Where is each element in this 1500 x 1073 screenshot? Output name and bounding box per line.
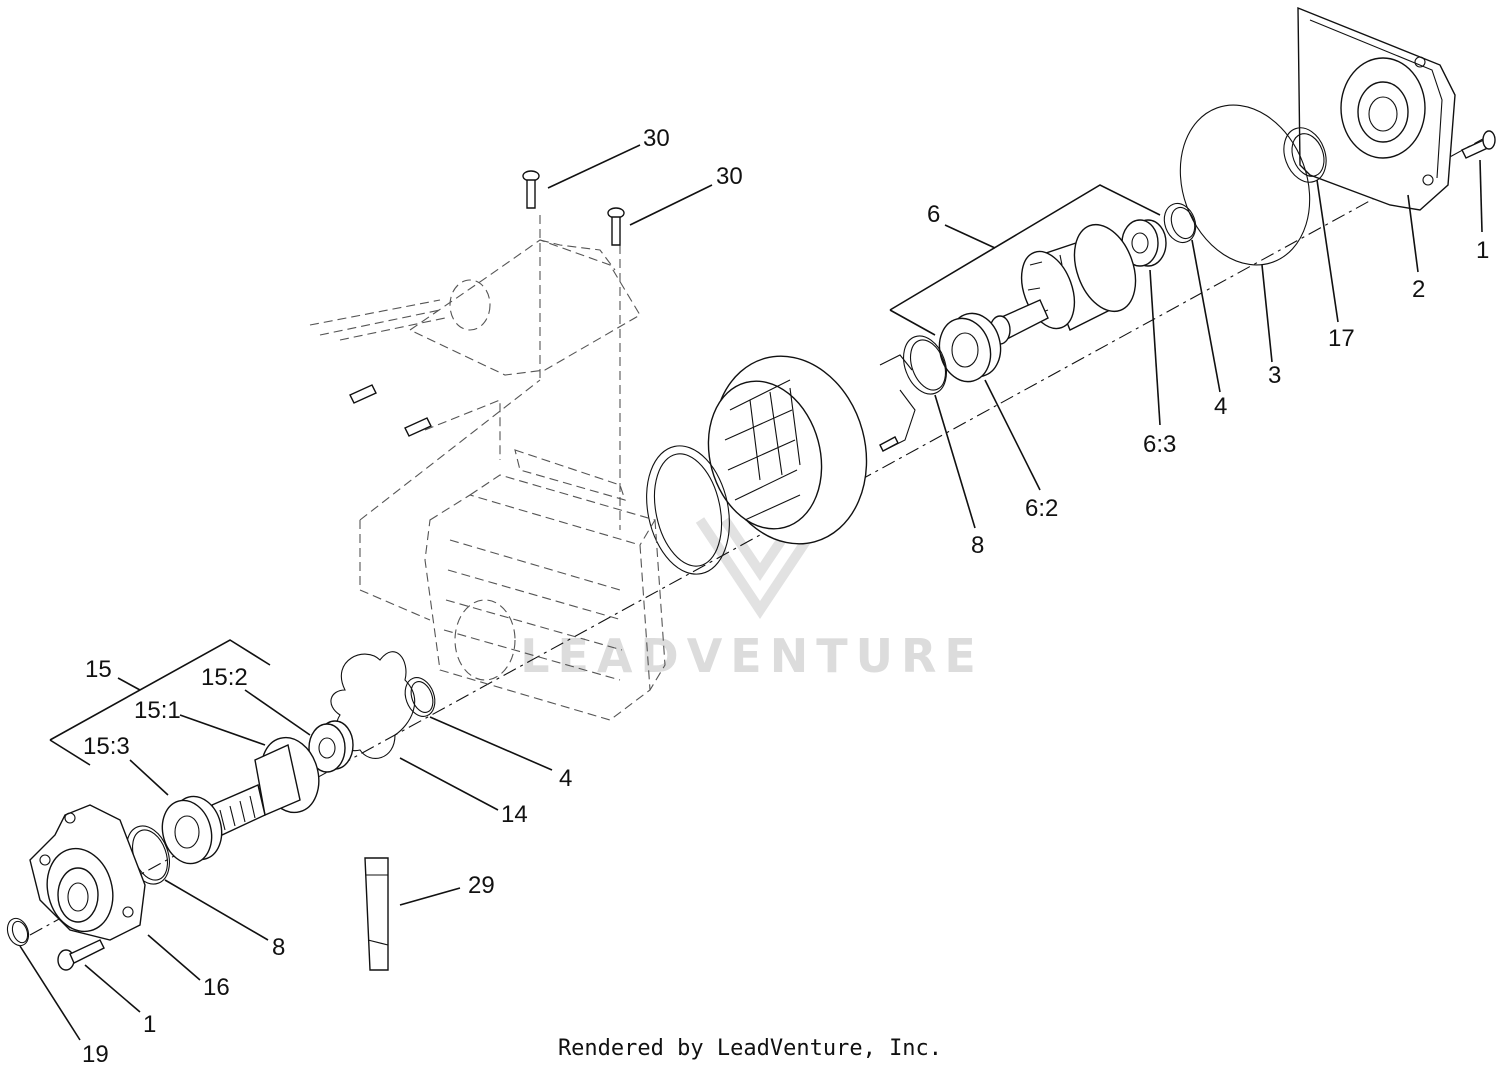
callout-4-bottom: 4 (559, 765, 572, 792)
callout-2: 2 (1412, 276, 1425, 303)
callout-19: 19 (82, 1041, 109, 1068)
bracket-group-15 (49, 639, 271, 741)
screw-part-30-right (607, 207, 625, 246)
callout-3: 3 (1268, 362, 1281, 389)
controller-module (309, 215, 641, 621)
wire-clip (879, 354, 916, 451)
callout-6: 6 (927, 201, 940, 228)
watermark-text: LEADVENTURE (520, 629, 984, 683)
callout-16: 16 (203, 974, 230, 1001)
o-ring-part-17-inner (1291, 133, 1325, 177)
watermark-logo: LEADVENTURE (520, 517, 984, 683)
end-plate-part-16 (29, 804, 146, 941)
gasket-part-14 (330, 651, 416, 759)
o-ring-part-4-top (1163, 202, 1197, 244)
callout-4-top: 4 (1214, 393, 1227, 420)
screw-part-1-top (1461, 130, 1496, 159)
o-ring-part-17 (1283, 127, 1327, 183)
bearing-part-15-3 (161, 795, 223, 865)
module-screw-b (404, 417, 432, 437)
o-ring-part-8-top (903, 335, 947, 395)
callout-15-1: 15:1 (134, 697, 181, 724)
callout-29: 29 (468, 872, 495, 899)
callout-15-3: 15:3 (83, 733, 130, 760)
bracket-group-6 (889, 184, 1161, 311)
end-cap-part-2 (1297, 6, 1456, 211)
washer-part-6-3 (1121, 219, 1167, 267)
callout-15-2: 15:2 (201, 664, 248, 691)
callout-17: 17 (1328, 325, 1355, 352)
small-screw (879, 436, 899, 452)
retaining-ring-part-19 (6, 917, 30, 947)
o-ring-part-4-bottom (404, 677, 436, 717)
callout-labels: 30 30 6 1 2 17 3 4 6:3 6:2 8 15 15:2 15:… (82, 125, 1489, 1068)
screw-part-30-left (522, 170, 540, 209)
large-o-ring-part-3 (1179, 104, 1311, 266)
callout-14: 14 (501, 801, 528, 828)
callout-30-a: 30 (643, 125, 670, 152)
callout-15: 15 (85, 656, 112, 683)
callout-8-bottom: 8 (272, 934, 285, 961)
stator (707, 355, 868, 545)
footer-credit: Rendered by LeadVenture, Inc. (557, 1036, 943, 1061)
callout-1-top: 1 (1476, 237, 1489, 264)
gasket (646, 445, 730, 575)
callout-8-top: 8 (971, 532, 984, 559)
module-screw-a (349, 384, 377, 404)
housing (424, 449, 666, 721)
screw-part-1-bottom (57, 939, 105, 971)
tool-part-29 (364, 857, 389, 971)
rotor-assembly-part-6 (989, 223, 1137, 345)
callout-1-bottom: 1 (143, 1011, 156, 1038)
washer-part-15-2 (308, 720, 354, 773)
bearing-part-6-2 (938, 312, 1002, 383)
callout-6-3: 6:3 (1143, 431, 1176, 458)
leader-lines (19, 144, 1483, 1041)
callout-30-b: 30 (716, 163, 743, 190)
callout-6-2: 6:2 (1025, 495, 1058, 522)
shaft-part-15-1 (211, 736, 320, 836)
